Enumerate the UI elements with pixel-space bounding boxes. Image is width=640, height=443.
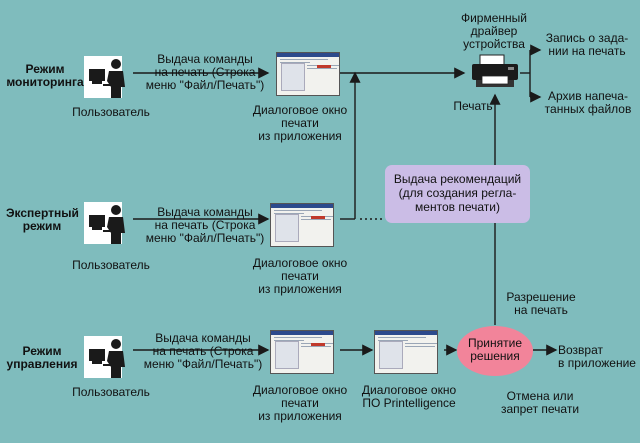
user-at-computer-icon xyxy=(84,56,125,98)
recommendation-box xyxy=(385,165,530,223)
printer-icon xyxy=(472,54,518,87)
dialog-window-screenshot-icon xyxy=(270,330,334,374)
app-dialog-label: Диалоговое окно печати из приложения xyxy=(252,383,348,423)
decision-label: Принятие решения xyxy=(468,336,522,363)
user-label: Пользователь xyxy=(72,105,150,119)
print-label: Печать xyxy=(453,99,493,113)
print-command-label: Выдача команды на печать (Строка меню "Ф… xyxy=(145,205,265,245)
mode-control-label: Режим управления xyxy=(6,344,78,371)
user-label: Пользователь xyxy=(72,258,150,272)
printelligence-dialog-label: Диалоговое окно ПО Printelligence xyxy=(361,383,457,410)
driver-label: Фирменный драйвер устройства xyxy=(460,11,527,51)
dialog-window-screenshot-icon xyxy=(276,52,340,96)
allow-print-label: Разрешение на печать xyxy=(506,290,576,317)
job-record-label: Запись о зада- нии на печать xyxy=(545,31,629,58)
recommendation-label: Выдача рекомендаций (для создания регла-… xyxy=(393,172,522,214)
user-label: Пользователь xyxy=(72,385,150,399)
print-command-label: Выдача команды на печать (Строка меню "Ф… xyxy=(145,52,265,92)
archive-label: Архив напеча- танных файлов xyxy=(544,89,632,116)
cancel-label: Отмена или запрет печати xyxy=(500,389,580,416)
mode-expert-label: Экспертный режим xyxy=(6,206,79,233)
app-dialog-label: Диалоговое окно печати из приложения xyxy=(252,256,348,296)
print-command-label: Выдача команды на печать (Строка меню "Ф… xyxy=(143,331,263,371)
printelligence-dialog-screenshot-icon xyxy=(374,330,438,374)
user-at-computer-icon xyxy=(84,336,125,378)
user-at-computer-icon xyxy=(84,202,125,244)
app-dialog-label: Диалоговое окно печати из приложения xyxy=(252,103,348,143)
dialog-window-screenshot-icon xyxy=(270,203,334,247)
return-label: Возврат в приложение xyxy=(558,343,636,370)
decision-ellipse xyxy=(457,326,533,376)
mode-monitoring-label: Режим мониторинга xyxy=(6,62,84,89)
